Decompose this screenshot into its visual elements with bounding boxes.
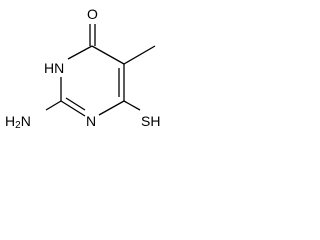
bond-c6-n1 xyxy=(98,100,125,116)
thiol-group-label: SH xyxy=(141,113,160,129)
bond-n1-c2-inner xyxy=(65,97,86,111)
bond-c5-methyl xyxy=(123,45,156,65)
chemical-structure-diagram: O HN N H2N SH xyxy=(5,6,160,131)
bond-n3-c4 xyxy=(67,45,93,60)
bond-c2-nh2 xyxy=(45,100,62,111)
bond-c6-sh xyxy=(123,100,141,111)
bond-c4-c5 xyxy=(91,45,125,65)
bond-n1-c2 xyxy=(60,100,86,117)
oxygen-label: O xyxy=(87,6,98,22)
ring-n-label: N xyxy=(86,113,96,129)
ring-nh-label: HN xyxy=(44,60,64,76)
amino-group-label: H2N xyxy=(5,113,31,131)
